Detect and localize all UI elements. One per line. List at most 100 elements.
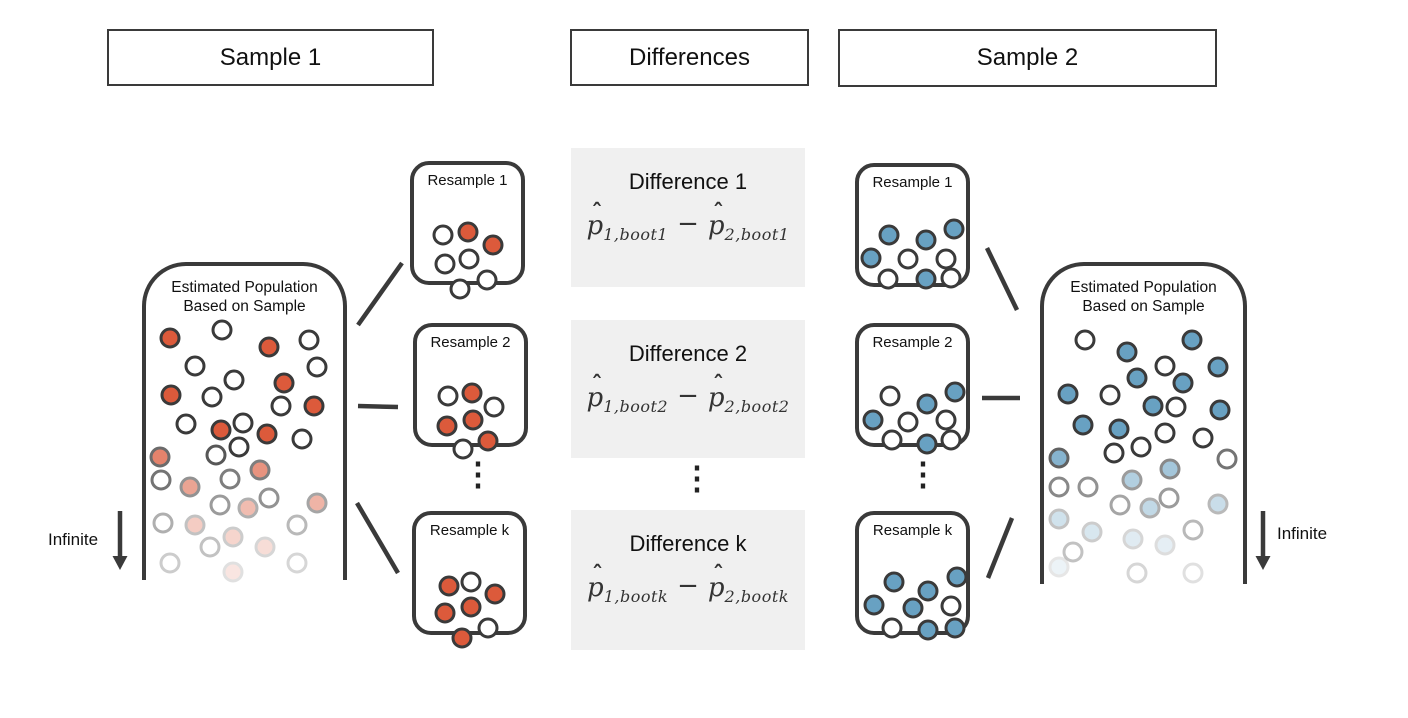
resample-right-k-label: Resample k bbox=[872, 522, 953, 539]
open-dot bbox=[881, 429, 903, 451]
red-dot bbox=[460, 596, 482, 618]
blue-dot bbox=[1108, 418, 1130, 440]
header-sample-2-label: Sample 2 bbox=[976, 44, 1079, 71]
resample-right-1-dots bbox=[855, 185, 970, 290]
header-differences-label: Differences bbox=[629, 43, 750, 71]
blue-dot bbox=[902, 597, 924, 619]
red-dot bbox=[210, 419, 232, 441]
infinite-label-right: Infinite bbox=[1277, 524, 1328, 543]
resample-left-k-dots bbox=[412, 533, 527, 649]
estimated-population-left: Estimated Population Based on Sample bbox=[142, 262, 347, 583]
population-right-title: Estimated Population Based on Sample bbox=[1044, 278, 1243, 317]
red-dot bbox=[249, 459, 271, 481]
open-dot bbox=[940, 429, 962, 451]
blue-dot bbox=[1048, 508, 1070, 530]
open-dot bbox=[291, 428, 313, 450]
open-dot bbox=[879, 385, 901, 407]
connector-line bbox=[984, 247, 1020, 311]
estimated-population-right: Estimated Population Based on Sample bbox=[1040, 262, 1247, 584]
open-dot bbox=[477, 617, 499, 639]
blue-dot bbox=[915, 229, 937, 251]
infinite-label-left: Infinite bbox=[48, 530, 99, 549]
resample-left-1-label: Resample 1 bbox=[427, 172, 508, 189]
open-dot bbox=[1103, 442, 1125, 464]
resample-left-2: Resample 2 bbox=[413, 323, 528, 460]
minus-sign: − bbox=[677, 209, 699, 239]
open-dot bbox=[306, 356, 328, 378]
population-left-title-line1: Estimated Population bbox=[171, 279, 318, 296]
blue-dot bbox=[916, 433, 938, 455]
resample-left-1-dots bbox=[410, 183, 525, 300]
red-dot bbox=[457, 221, 479, 243]
open-dot bbox=[1077, 476, 1099, 498]
red-dot bbox=[258, 336, 280, 358]
population-right-title-line2: Based on Sample bbox=[1082, 298, 1205, 316]
open-dot bbox=[940, 267, 962, 289]
open-dot bbox=[935, 409, 957, 431]
blue-dot bbox=[1126, 367, 1148, 389]
blue-dot bbox=[1209, 399, 1231, 421]
blue-dot bbox=[944, 381, 966, 403]
open-dot bbox=[286, 514, 308, 536]
open-dot bbox=[881, 617, 903, 639]
open-dot bbox=[1182, 562, 1204, 584]
red-dot bbox=[462, 409, 484, 431]
blue-dot bbox=[916, 393, 938, 415]
open-dot bbox=[199, 536, 221, 558]
vertical-ellipsis-left: ⋮ bbox=[462, 456, 494, 492]
open-dot bbox=[205, 444, 227, 466]
connector-line bbox=[355, 501, 400, 575]
blue-dot bbox=[944, 617, 966, 639]
open-dot bbox=[286, 552, 308, 574]
red-dot bbox=[273, 372, 295, 394]
population-left-title-line2: Based on Sample bbox=[183, 298, 306, 316]
open-dot bbox=[298, 329, 320, 351]
open-dot bbox=[877, 268, 899, 290]
open-dot bbox=[184, 355, 206, 377]
open-dot bbox=[1126, 562, 1148, 584]
open-dot bbox=[458, 248, 480, 270]
blue-dot bbox=[1057, 383, 1079, 405]
open-dot bbox=[1062, 541, 1084, 563]
open-dot bbox=[258, 487, 280, 509]
open-dot bbox=[434, 253, 456, 275]
difference-1-title: Difference 1 bbox=[628, 169, 748, 194]
red-dot bbox=[159, 327, 181, 349]
blue-dot bbox=[862, 409, 884, 431]
blue-dot bbox=[1048, 447, 1070, 469]
blue-dot bbox=[917, 580, 939, 602]
header-sample-1-label: Sample 1 bbox=[219, 43, 322, 71]
red-dot bbox=[303, 395, 325, 417]
resample-left-k-label: Resample k bbox=[429, 522, 510, 539]
open-dot bbox=[152, 512, 174, 534]
blue-dot bbox=[863, 594, 885, 616]
blue-dot bbox=[1207, 356, 1229, 378]
infinite-arrow-head bbox=[112, 556, 128, 570]
red-dot bbox=[222, 561, 244, 583]
blue-dot bbox=[943, 218, 965, 240]
minus-sign: − bbox=[677, 571, 699, 601]
open-dot bbox=[940, 595, 962, 617]
blue-dot bbox=[860, 247, 882, 269]
blue-dot bbox=[1159, 458, 1181, 480]
open-dot bbox=[1074, 329, 1096, 351]
difference-k-title: Difference k bbox=[629, 531, 747, 556]
open-dot bbox=[201, 386, 223, 408]
open-dot bbox=[483, 396, 505, 418]
connector-line bbox=[985, 517, 1015, 579]
open-dot bbox=[223, 369, 245, 391]
red-dot bbox=[160, 384, 182, 406]
open-dot bbox=[211, 319, 233, 341]
blue-dot bbox=[883, 571, 905, 593]
resample-right-1: Resample 1 bbox=[855, 163, 970, 290]
blue-dot bbox=[917, 619, 939, 641]
resample-left-1: Resample 1 bbox=[410, 161, 525, 300]
red-dot bbox=[254, 536, 276, 558]
